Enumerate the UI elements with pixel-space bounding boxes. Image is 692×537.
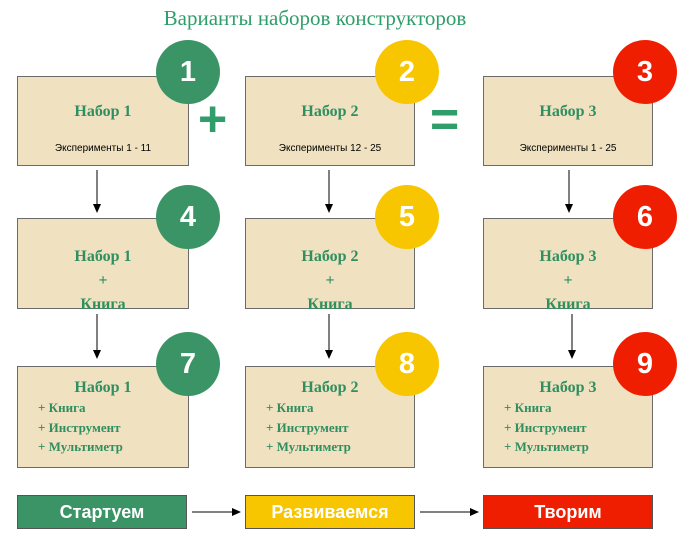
plus-text: + [325,272,335,289]
kit-name: Набор 1 [74,379,132,396]
kit-name: Набор 3 [539,103,597,120]
kit-name: Набор 2 [301,379,359,396]
stage-create: Творим [483,495,653,529]
arrow-down-icon [93,170,101,213]
number-badge-6: 6 [613,185,677,249]
kit-experiments: Эксперименты 1 - 11 [54,143,152,154]
addon-text: Книга [307,296,353,313]
kit-experiments: Эксперименты 1 - 25 [519,143,617,154]
number-badge-7: 7 [156,332,220,396]
plus-sign: + [198,91,228,147]
kit-name: Набор 1 [74,248,132,265]
kit-item: + Инструмент [266,419,349,435]
kit-name: Набор 2 [301,248,359,265]
kit-item: + Инструмент [38,419,121,435]
diagram-title: Варианты наборов конструкторов [163,6,467,30]
arrow-down-icon [325,314,333,359]
plus-text: + [563,272,573,289]
number-badge-3: 3 [613,40,677,104]
number-badge-9: 9 [613,332,677,396]
number-badge-1: 1 [156,40,220,104]
addon-text: Книга [80,296,126,313]
arrow-down-icon [565,170,573,213]
kit-box-1: Набор 1 Эксперименты 1 - 11 [17,76,189,166]
kit-full-box-1: Набор 1 + Книга + Инструмент + Мультимет… [17,366,189,468]
plus-text: + [98,272,108,289]
kit-full-box-3: Набор 3 + Книга + Инструмент + Мультимет… [483,366,653,468]
kit-item: + Инструмент [504,419,587,435]
kit-experiments: Эксперименты 12 - 25 [278,143,382,154]
stage-develop: Развиваемся [245,495,415,529]
arrow-down-icon [325,170,333,213]
arrow-down-icon [93,314,101,359]
kit-name: Набор 3 [539,248,597,265]
number-badge-4: 4 [156,185,220,249]
kit-name: Набор 1 [74,103,132,120]
kit-name: Набор 2 [301,103,359,120]
arrow-down-icon [568,314,576,359]
kit-item: + Книга [266,400,314,415]
arrow-right-icon [420,508,479,516]
kit-item: + Мультиметр [266,439,351,454]
arrow-right-icon [192,508,241,516]
kit-item: + Мультиметр [504,439,589,454]
number-badge-8: 8 [375,332,439,396]
number-badge-5: 5 [375,185,439,249]
addon-text: Книга [545,296,591,313]
kit-item: + Книга [504,400,552,415]
kit-item: + Книга [38,400,86,415]
kit-item: + Мультиметр [38,439,123,454]
equals-sign: = [430,91,460,147]
number-badge-2: 2 [375,40,439,104]
stage-start: Стартуем [17,495,187,529]
kit-name: Набор 3 [539,379,597,396]
